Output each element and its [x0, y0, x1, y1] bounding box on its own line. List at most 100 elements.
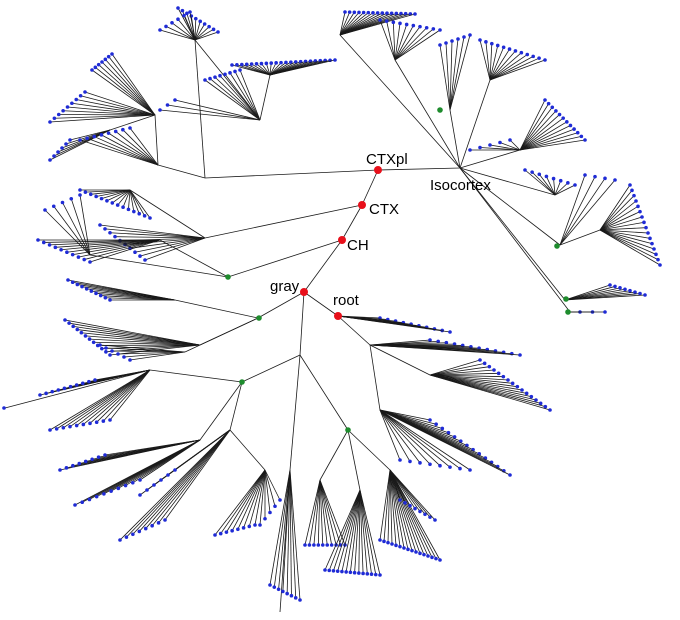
leaf-node — [394, 543, 398, 548]
leaf-edge — [379, 19, 396, 61]
leaf-edge — [76, 369, 151, 426]
leaf-edge — [117, 351, 186, 355]
leaf-node — [93, 378, 97, 382]
leaf-edge — [429, 374, 513, 384]
leaf-edge — [519, 114, 560, 151]
leaf-node — [82, 257, 87, 262]
leaf-node — [303, 543, 307, 547]
leaf-node — [150, 523, 154, 528]
leaf-fan — [268, 469, 302, 602]
leaf-edge — [359, 489, 372, 575]
leaf-node — [534, 398, 538, 402]
leaf-node — [529, 394, 534, 399]
tree-edge — [459, 167, 556, 196]
leaf-node — [170, 21, 174, 25]
leaf-edge — [389, 469, 409, 550]
leaf-node — [52, 154, 56, 158]
leaf-node — [126, 207, 131, 212]
leaf-edge — [129, 189, 151, 219]
tree-edge — [257, 291, 305, 319]
leaf-node — [490, 41, 494, 46]
leaf-node — [369, 572, 374, 577]
tree-edge — [449, 109, 461, 169]
leaf-edge — [354, 489, 361, 573]
leaf-node — [108, 230, 112, 235]
leaf-node — [182, 13, 186, 18]
leaf-node — [73, 503, 77, 507]
leaf-node — [285, 591, 289, 596]
leaf-node — [404, 22, 409, 27]
leaf-node — [323, 568, 327, 572]
leaf-node — [284, 60, 288, 65]
leaf-edge — [129, 189, 140, 214]
tree-edge — [459, 149, 521, 169]
leaf-edge — [519, 121, 568, 151]
leaf-node — [85, 136, 89, 141]
leaf-edge — [379, 469, 391, 541]
leaf-edge — [339, 11, 346, 36]
leaf-node — [293, 596, 298, 600]
leaf-fan — [379, 409, 472, 472]
leaf-edge — [248, 469, 266, 527]
internal-node — [554, 243, 560, 249]
leaf-node — [361, 10, 366, 15]
leaf-node — [375, 11, 380, 15]
leaf-node — [434, 556, 438, 561]
leaf-node — [258, 523, 262, 527]
leaf-node — [488, 143, 492, 147]
leaf-node — [431, 27, 436, 31]
leaf-edge — [394, 26, 421, 61]
leaf-edge — [194, 23, 206, 41]
leaf-edge — [337, 315, 451, 333]
leaf-node — [67, 321, 71, 325]
leaf-edge — [519, 135, 582, 151]
leaf-node — [113, 129, 118, 134]
leaf-edge — [328, 489, 361, 571]
leaf-node — [56, 150, 60, 154]
leaf-edge — [519, 139, 586, 151]
leaf-node — [378, 18, 382, 22]
leaf-edge — [139, 237, 206, 257]
label-root: root — [333, 292, 360, 309]
leaf-edge — [80, 95, 156, 116]
leaf-node — [223, 72, 227, 77]
leaf-node — [163, 518, 167, 522]
leaf-edge — [111, 350, 186, 353]
leaf-node — [198, 19, 203, 24]
tree-edge — [337, 315, 371, 346]
tree-edge — [174, 299, 259, 319]
leaf-node — [478, 38, 482, 42]
leaf-fan — [378, 18, 442, 61]
leaf-node — [573, 183, 577, 187]
leaf-node — [385, 11, 389, 15]
leaf-edge — [429, 369, 495, 376]
leaf-edge — [174, 99, 261, 121]
leaf-node — [92, 134, 97, 139]
leaf-edge — [89, 369, 151, 424]
leaf-node — [203, 78, 207, 82]
leaf-node — [640, 215, 644, 219]
tree-edge — [347, 429, 391, 471]
leaf-node — [352, 10, 357, 15]
leaf-edge — [220, 469, 266, 534]
leaf-node — [124, 535, 129, 539]
leaf-edge — [93, 341, 201, 346]
leaf-node — [58, 468, 62, 472]
leaf-node — [116, 486, 121, 491]
leaf-edge — [339, 12, 369, 36]
leaf-node — [436, 339, 440, 344]
leaf-fan — [58, 439, 201, 472]
leaf-edge — [319, 479, 333, 546]
leaf-node — [530, 170, 534, 174]
leaf-edge — [317, 479, 321, 546]
leaf-node — [74, 423, 79, 428]
leaf-edge — [599, 229, 655, 250]
leaf-edge — [251, 63, 271, 76]
leaf-edge — [289, 469, 297, 598]
leaf-node — [278, 498, 282, 502]
leaf-edge — [63, 369, 151, 429]
leaf-fan — [323, 489, 382, 577]
leaf-node — [143, 526, 148, 531]
leaf-edge — [229, 72, 261, 121]
leaf-node — [52, 116, 57, 121]
